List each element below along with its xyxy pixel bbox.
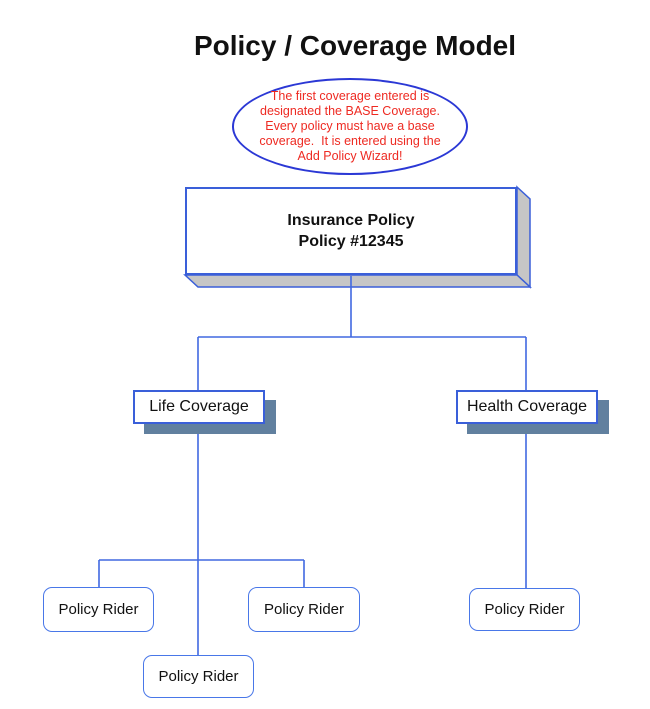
policy-rider-node: Policy Rider [469,588,580,631]
insurance-policy-name: Insurance Policy [287,212,415,229]
insurance-policy-number: Policy #12345 [298,233,404,250]
callout-ellipse: The first coverage entered is designated… [232,78,468,175]
health-coverage-node: Health Coverage [456,390,598,424]
policy-rider-label: Policy Rider [263,601,345,618]
life-coverage-node: Life Coverage [133,390,265,424]
life-coverage-label: Life Coverage [149,398,249,415]
policy-rider-label: Policy Rider [484,601,565,618]
insurance-policy-node: Insurance Policy Policy #12345 [185,187,517,275]
policy-rider-label: Policy Rider [58,601,139,618]
policy-rider-node: Policy Rider [143,655,254,698]
health-coverage-label: Health Coverage [466,398,588,415]
policy-rider-label: Policy Rider [158,668,239,685]
callout-text: The first coverage entered is designated… [259,89,441,163]
root-box-3d-faces [183,185,532,289]
policy-rider-node: Policy Rider [248,587,360,632]
root-branch-connector [197,276,527,390]
diagram-title: Policy / Coverage Model [193,30,517,61]
policy-rider-node: Policy Rider [43,587,154,632]
life-rider-connector [98,433,305,655]
